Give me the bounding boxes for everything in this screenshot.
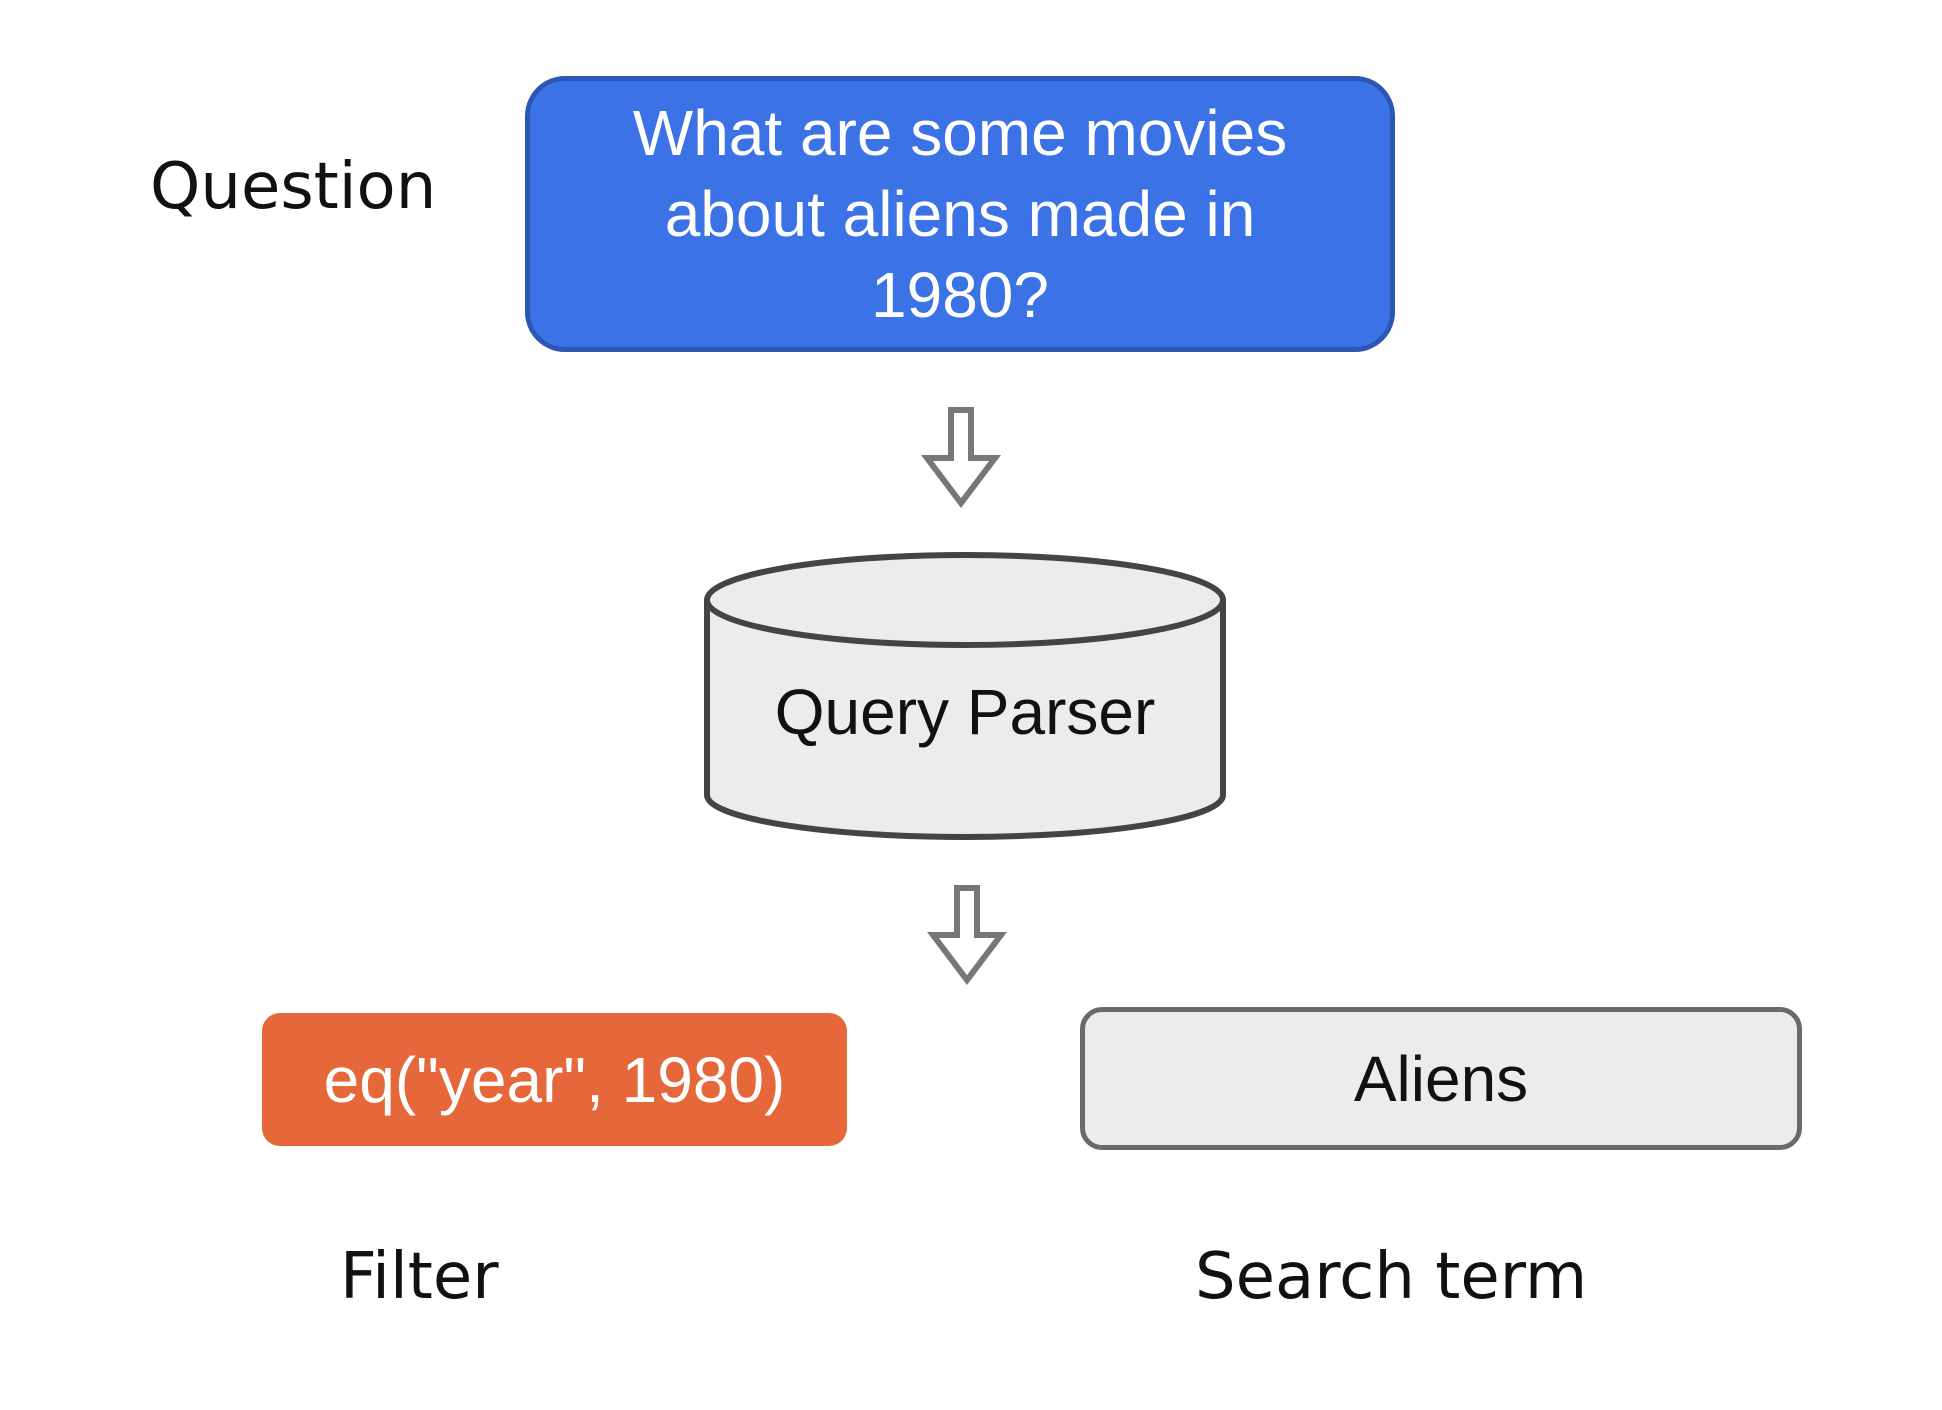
down-arrow-icon xyxy=(926,885,1008,985)
database-cylinder-icon xyxy=(704,552,1226,840)
search-term-label: Search term xyxy=(1195,1240,1588,1314)
question-text: What are some movies about aliens made i… xyxy=(632,96,1288,331)
filter-box: eq("year", 1980) xyxy=(262,1013,847,1146)
search-term-text: Aliens xyxy=(1353,1042,1529,1115)
filter-expression: eq("year", 1980) xyxy=(323,1043,786,1116)
down-arrow-icon xyxy=(920,407,1002,508)
query-parser-label: Query Parser xyxy=(774,676,1156,748)
question-label: Question xyxy=(150,150,437,224)
question-box: What are some movies about aliens made i… xyxy=(525,76,1395,352)
filter-label: Filter xyxy=(340,1240,499,1314)
search-term-box: Aliens xyxy=(1080,1007,1802,1150)
